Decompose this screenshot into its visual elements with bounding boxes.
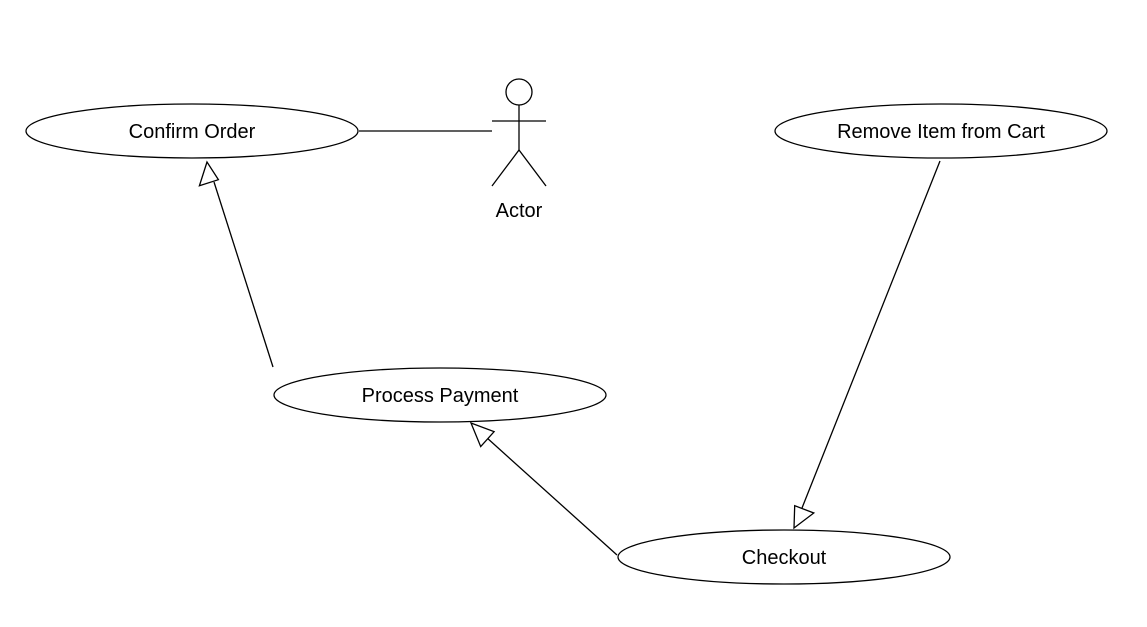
generalization-checkout-to-process-payment (469, 421, 618, 556)
actor-figure[interactable]: Actor (491, 78, 547, 222)
actor-left-leg (491, 149, 520, 187)
use-case-label: Confirm Order (129, 121, 256, 143)
use-case-label: Checkout (742, 547, 827, 569)
actor-label: Actor (496, 200, 543, 222)
actor-right-leg (518, 149, 547, 187)
use-case-process-payment[interactable]: Process Payment (273, 367, 607, 423)
hollow-triangle-arrowhead (198, 160, 220, 187)
use-case-remove-item-from-cart[interactable]: Remove Item from Cart (774, 103, 1108, 159)
use-case-ellipse (774, 103, 1108, 159)
use-case-confirm-order[interactable]: Confirm Order (25, 103, 359, 159)
use-case-ellipse (273, 367, 607, 423)
hollow-triangle-arrowhead (469, 421, 496, 448)
hollow-triangle-arrowhead (793, 504, 816, 530)
actor-head-icon (505, 78, 533, 106)
generalization-remove-item-to-checkout (793, 160, 941, 530)
use-case-ellipse (25, 103, 359, 159)
use-case-label: Remove Item from Cart (837, 121, 1045, 143)
use-case-label: Process Payment (362, 385, 519, 407)
use-case-checkout[interactable]: Checkout (617, 529, 951, 585)
use-case-ellipse (617, 529, 951, 585)
generalization-process-payment-to-confirm-order (198, 160, 274, 368)
